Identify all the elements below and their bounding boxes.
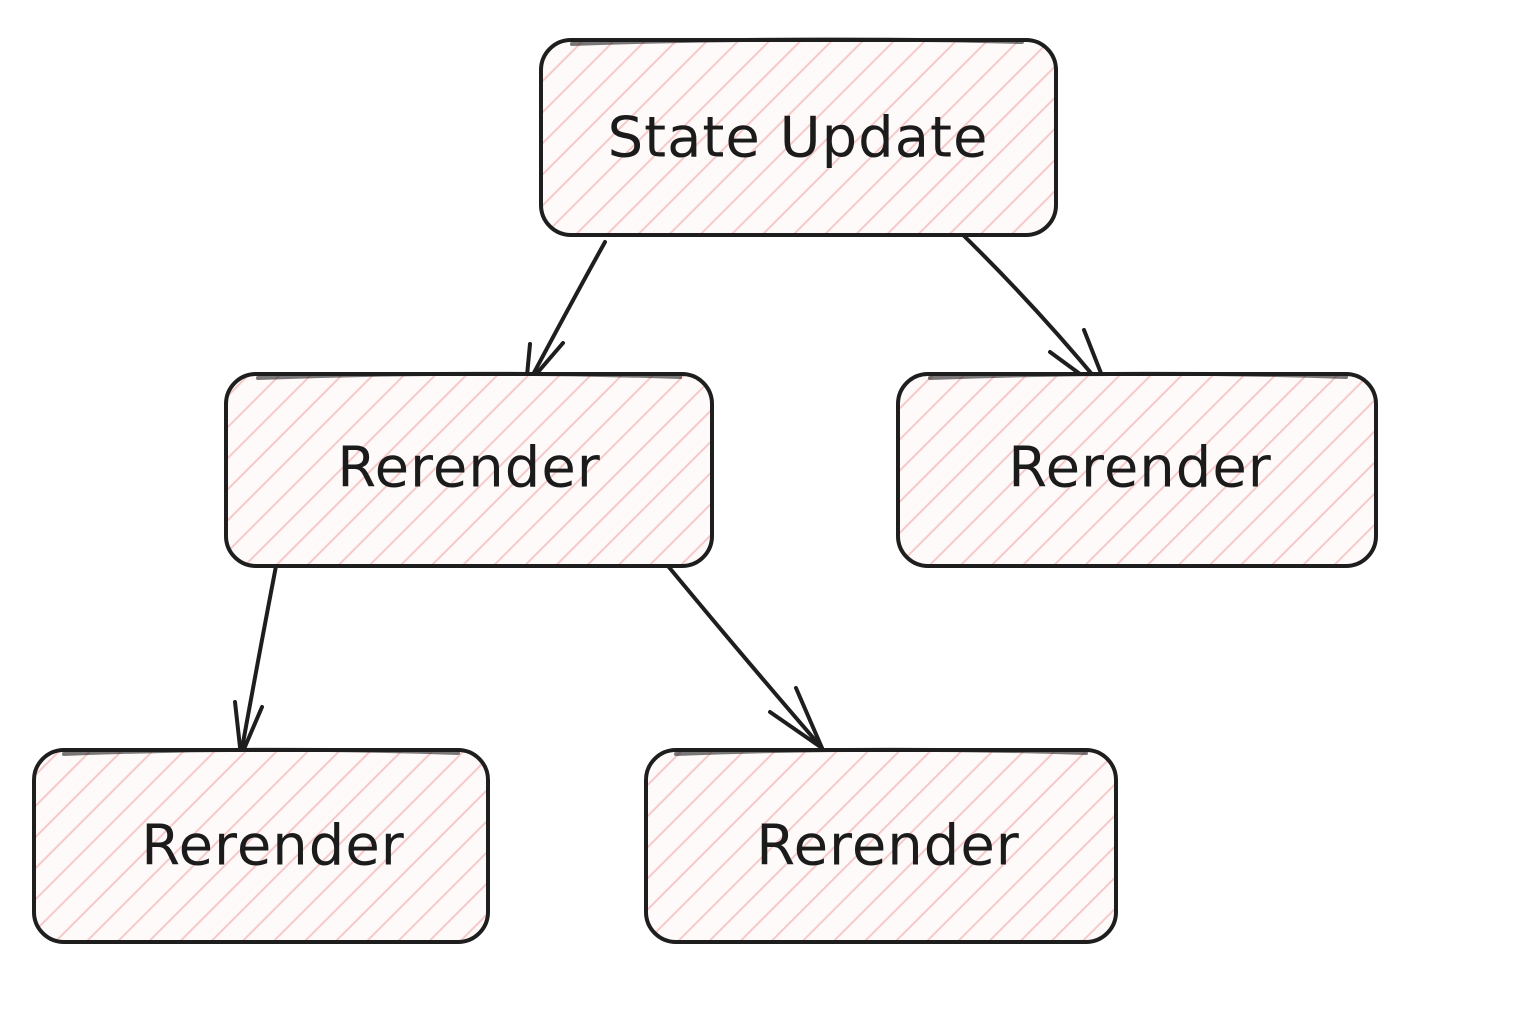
node-rerender-bottom-left: Rerender (32, 747, 490, 944)
node-label-rerender-left: Rerender (337, 436, 601, 501)
node-state-update: State Update (539, 37, 1058, 237)
node-rerender-bottom-middle: Rerender (644, 747, 1118, 944)
edge-rerender-left-to-rerender-bottom-left (233, 564, 278, 758)
node-label-state-update: State Update (608, 106, 989, 171)
node-rerender-right: Rerender (896, 371, 1378, 568)
node-label-rerender-right: Rerender (1008, 436, 1272, 501)
edge-state-update-to-rerender-right (956, 228, 1112, 398)
node-label-rerender-bottom-left: Rerender (141, 814, 405, 879)
edge-rerender-left-to-rerender-bottom-middle (666, 564, 824, 750)
node-label-rerender-bottom-middle: Rerender (756, 814, 1020, 879)
edge-state-update-to-rerender-left (524, 240, 607, 388)
node-rerender-left: Rerender (224, 371, 714, 568)
